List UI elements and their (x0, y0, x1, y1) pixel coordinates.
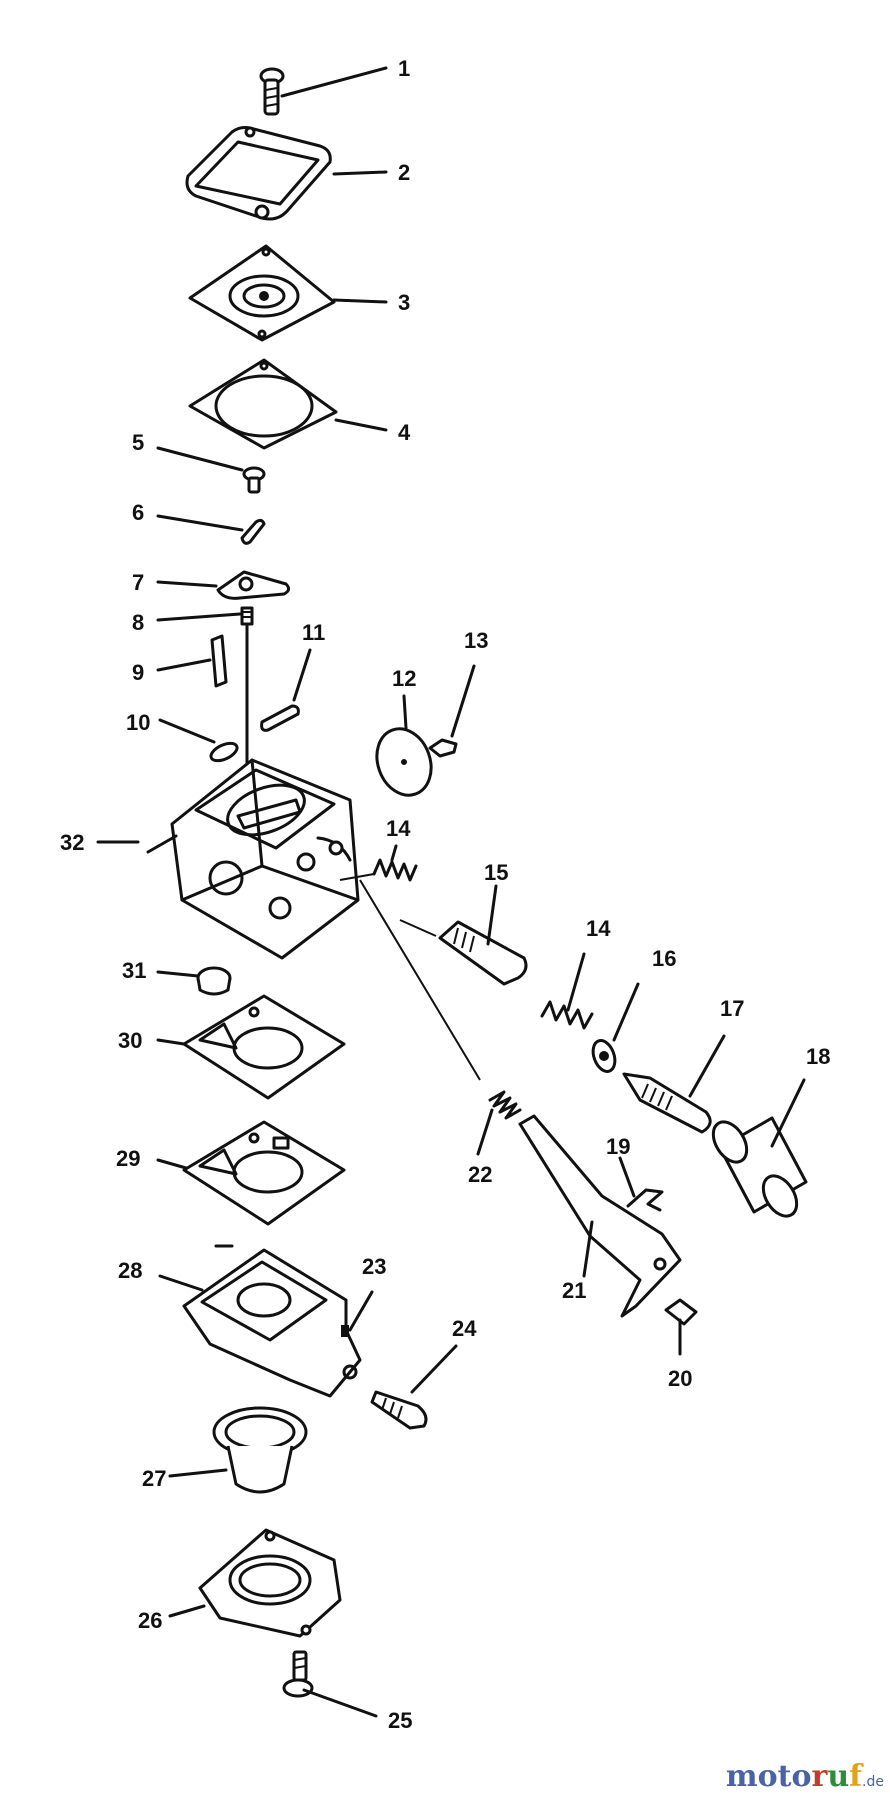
callout-32: 32 (60, 830, 84, 855)
callout-1: 1 (398, 56, 410, 81)
part-11-pin (260, 704, 300, 732)
carburetor-body (146, 758, 360, 960)
part-17-needle (622, 1072, 712, 1134)
callout-12: 12 (392, 666, 416, 691)
callout-2: 2 (398, 160, 410, 185)
part-23-pin (341, 1325, 349, 1337)
callout-23: 23 (362, 1254, 386, 1279)
callout-15: 15 (484, 860, 508, 885)
callout-7: 7 (132, 570, 144, 595)
part-18-tube (711, 1116, 808, 1218)
callout-27: 27 (142, 1466, 166, 1491)
callout-25: 25 (388, 1708, 412, 1733)
callout-8: 8 (132, 610, 144, 635)
part-14-spring-lower (540, 1000, 594, 1030)
logo-text-r: r (811, 1759, 828, 1794)
part-12-disc (375, 727, 433, 797)
leader-lines (96, 66, 806, 1718)
part-10-ring (209, 741, 239, 763)
part-7-lever (216, 570, 291, 600)
callout-4: 4 (398, 420, 411, 445)
part-2-cover (185, 126, 332, 221)
callout-22: 22 (468, 1162, 492, 1187)
part-21-lever (518, 1114, 682, 1318)
part-27-primer (212, 1406, 308, 1494)
part-28-pump-body (182, 1244, 362, 1398)
callout-24: 24 (452, 1316, 477, 1341)
part-26-plate (198, 1528, 342, 1638)
motoruf-logo: motoruf.de (726, 1759, 884, 1794)
part-1-screw (259, 67, 285, 116)
part-9-needle (210, 634, 228, 688)
callout-3: 3 (398, 290, 410, 315)
part-20-screw (664, 1298, 698, 1326)
callout-19: 19 (606, 1134, 630, 1159)
part-6-pin (240, 518, 266, 545)
part-13-screw (428, 738, 458, 758)
part-16-washer (591, 1039, 617, 1073)
logo-text-u: u (827, 1759, 850, 1794)
callout-5: 5 (132, 430, 144, 455)
part-24-screw (370, 1390, 428, 1430)
part-8-spring (240, 606, 254, 782)
callout-26: 26 (138, 1608, 162, 1633)
logo-text-tld: .de (862, 1774, 884, 1790)
callout-14a: 14 (386, 816, 411, 841)
callout-13: 13 (464, 628, 488, 653)
callout-30: 30 (118, 1028, 142, 1053)
part-5-screw (242, 466, 266, 494)
callout-6: 6 (132, 500, 144, 525)
callout-21: 21 (562, 1278, 586, 1303)
part-22-spring (359, 879, 522, 1120)
callout-17: 17 (720, 996, 744, 1021)
part-15-needle (399, 919, 528, 986)
callout-20: 20 (668, 1366, 692, 1391)
callout-28: 28 (118, 1258, 142, 1283)
part-14-spring-upper (339, 858, 418, 882)
logo-text-f: f (849, 1759, 863, 1794)
callout-14b: 14 (586, 916, 611, 941)
part-25-screw (282, 1650, 314, 1698)
callout-11: 11 (302, 620, 325, 645)
part-31-cap (196, 966, 232, 996)
callout-10: 10 (126, 710, 150, 735)
callout-18: 18 (806, 1044, 830, 1069)
part-19-clip (626, 1188, 664, 1212)
part-3-diaphragm (188, 244, 336, 342)
part-4-gasket (188, 358, 338, 450)
callout-16: 16 (652, 946, 676, 971)
callout-9: 9 (132, 660, 144, 685)
callout-29: 29 (116, 1146, 140, 1171)
callout-labels: 1 2 3 4 5 6 7 8 9 10 11 12 13 14 15 14 1… (60, 56, 830, 1733)
callout-31: 31 (122, 958, 146, 983)
part-30-gasket (182, 994, 346, 1100)
logo-text-main: moto (725, 1759, 812, 1794)
part-29-gasket (182, 1120, 346, 1226)
